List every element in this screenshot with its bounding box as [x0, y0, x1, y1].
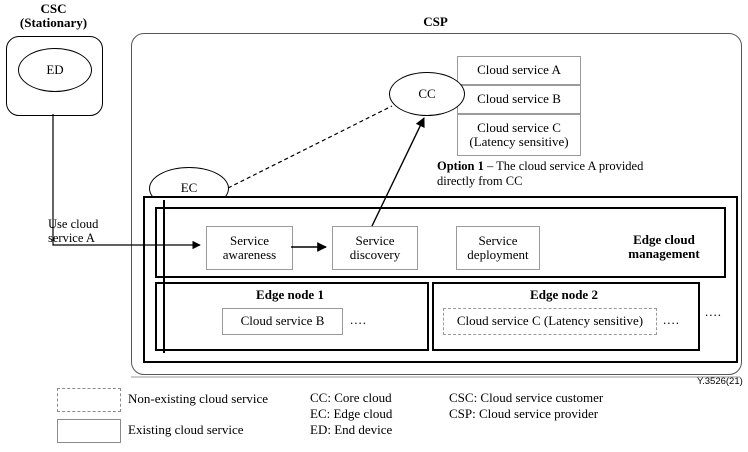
option-note-line1: Option 1 – The cloud service A provided	[437, 159, 727, 174]
csp-title: CSP	[131, 14, 740, 30]
flow-label-line1: Use cloud	[48, 217, 99, 232]
legend-swatch-non-existing	[57, 388, 121, 412]
edge-cloud-management-line1: Edge cloud	[633, 231, 695, 247]
acronym-csp: CSP: Cloud service provider	[449, 406, 599, 421]
cloud-service-c-sublabel: (Latency sensitive)	[469, 134, 569, 149]
legend-swatch-existing	[57, 419, 121, 443]
option-note-rest: – The cloud service A provided	[483, 159, 644, 173]
cloud-service-a-label: Cloud service A	[477, 62, 561, 78]
edge-node-2-service-label: Cloud service C (Latency sensitive)	[456, 313, 644, 329]
edge-node-2-ellipsis: ....	[663, 312, 680, 327]
service-awareness-line2: awareness	[222, 247, 277, 262]
end-device-ellipse: ED	[18, 48, 92, 92]
edge-cloud-management-line2: management	[628, 246, 700, 261]
core-cloud-ellipse: CC	[389, 72, 465, 116]
legend-label-non-existing: Non-existing cloud service	[128, 391, 269, 406]
service-discovery-box: Service discovery	[332, 226, 418, 270]
edge-cloud-label: EC	[180, 180, 198, 196]
acronym-ed: ED: End device	[310, 422, 393, 437]
edge-cloud-management-title: Edge cloud management	[614, 225, 714, 269]
edge-node-1-title: Edge node 1	[155, 287, 425, 303]
csc-title-line1: CSC	[40, 0, 67, 16]
service-deployment-box: Service deployment	[456, 226, 540, 270]
cloud-service-a-box: Cloud service A	[457, 56, 581, 85]
acronym-csc: CSC: Cloud service customer	[449, 390, 604, 405]
acronym-cc: CC: Core cloud	[310, 390, 392, 405]
service-discovery-line2: discovery	[349, 247, 401, 262]
edge-node-1-title-label: Edge node 1	[256, 286, 324, 302]
edge-node-1-service-label: Cloud service B	[240, 313, 325, 329]
figure-reference: Y.3526(21)	[697, 376, 743, 387]
service-deployment-line1: Service	[478, 232, 518, 248]
flow-label-line2: service A	[48, 231, 95, 245]
csc-title-line2: (Stationary)	[19, 15, 88, 30]
edge-node-2-title-label: Edge node 2	[530, 286, 598, 302]
option-note-line2: directly from CC	[437, 174, 523, 188]
cloud-service-c-box: Cloud service C (Latency sensitive)	[457, 114, 581, 156]
edge-nodes-ellipsis: ....	[705, 304, 722, 319]
legend-label-existing: Existing cloud service	[128, 422, 244, 437]
service-deployment-line2: deployment	[467, 247, 529, 262]
edge-node-2-service-box: Cloud service C (Latency sensitive)	[443, 308, 657, 335]
service-discovery-line1: Service	[355, 232, 395, 248]
edge-node-2-title: Edge node 2	[432, 287, 696, 303]
acronym-ec: EC: Edge cloud	[310, 406, 393, 421]
csc-title: CSC (Stationary)	[6, 0, 101, 32]
core-cloud-label: CC	[418, 85, 436, 101]
edge-node-1-ellipsis: ....	[350, 312, 367, 327]
option-note-bold: Option 1	[437, 159, 484, 173]
csp-title-label: CSP	[423, 13, 448, 29]
edge-node-1-service-box: Cloud service B	[222, 308, 343, 335]
cloud-service-b-label: Cloud service B	[477, 91, 561, 107]
option-note: Option 1 – The cloud service A provided …	[437, 159, 727, 189]
flow-label: Use cloud service A	[48, 216, 120, 248]
service-awareness-box: Service awareness	[206, 226, 293, 270]
end-device-label: ED	[46, 61, 64, 77]
legend-acronyms-col1: CC: Core cloud EC: Edge cloud ED: End de…	[310, 390, 392, 438]
cloud-service-b-box: Cloud service B	[457, 85, 581, 114]
service-awareness-line1: Service	[230, 232, 269, 248]
legend-acronyms-col2: CSC: Cloud service customer CSP: Cloud s…	[449, 390, 603, 422]
cloud-service-c-label: Cloud service C	[477, 119, 561, 135]
